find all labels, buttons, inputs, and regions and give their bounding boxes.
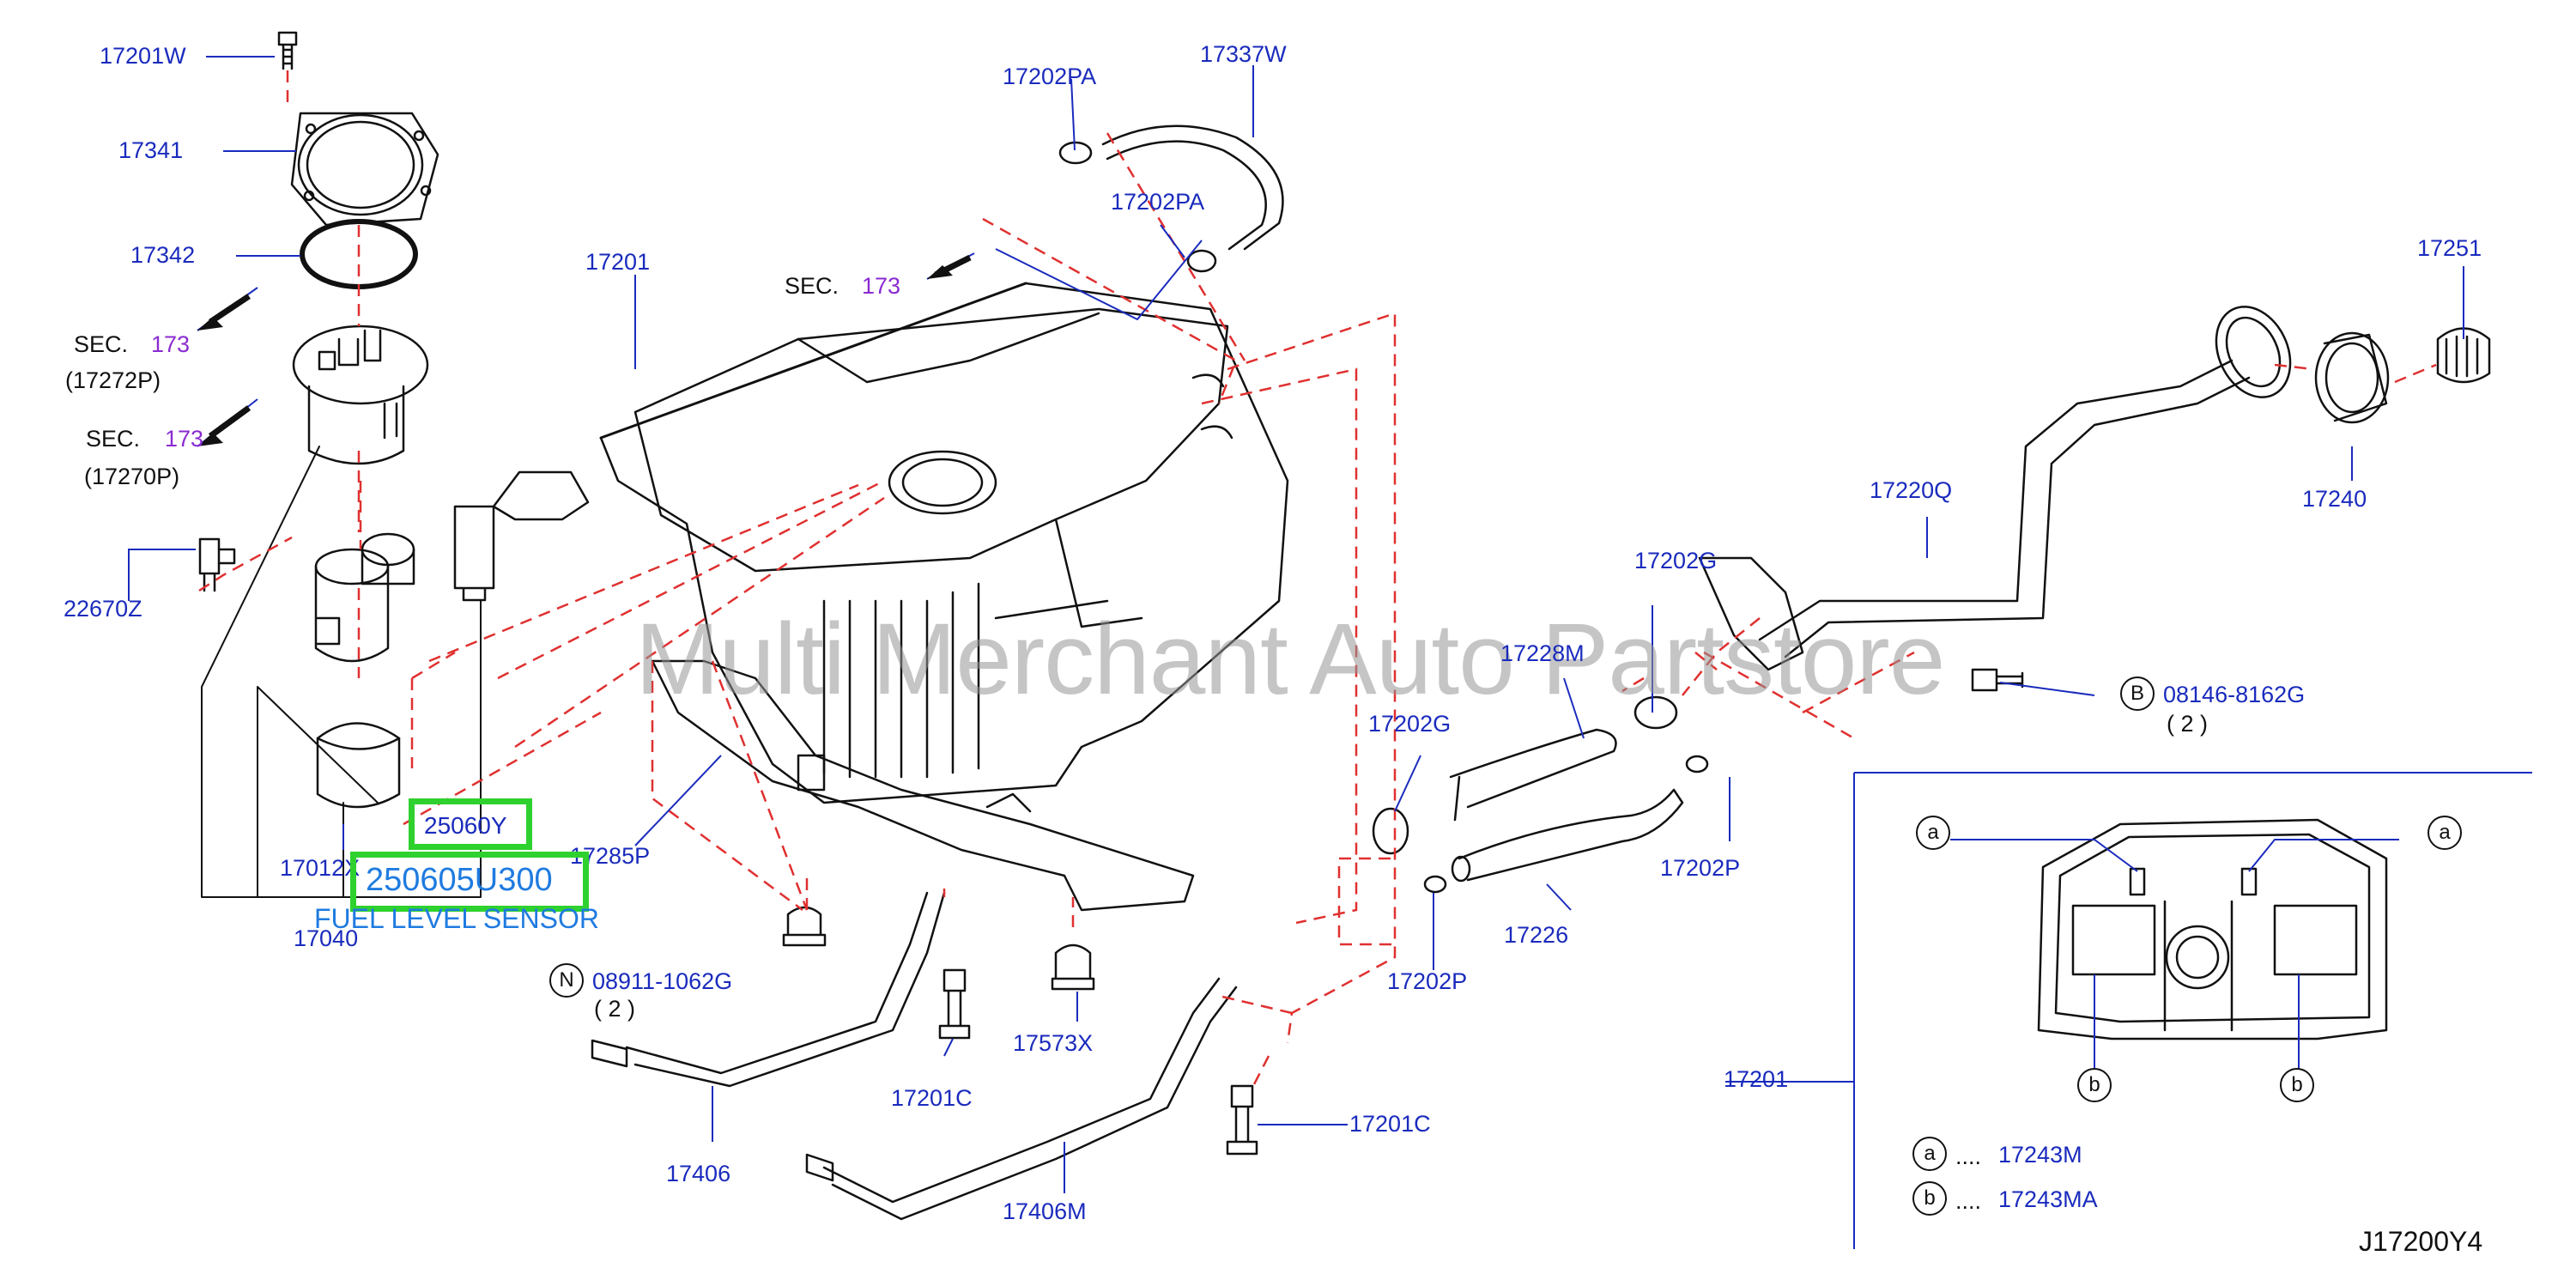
assembly-dashed-lines [198, 70, 2437, 1087]
legend-dots-b: .... [1955, 1188, 1982, 1214]
part-label-17220Q[interactable]: 17220Q [1870, 477, 1953, 503]
ring-17341-drawing [290, 112, 439, 227]
part-label-17240[interactable]: 17240 [2302, 486, 2367, 512]
clamp-17202P-bottom-drawing [1423, 875, 1447, 894]
part-label-17202PA-mid[interactable]: 17202PA [1111, 189, 1205, 215]
sec-ref-left2-prefix: SEC. [86, 426, 141, 452]
level-sensor-drawing [453, 470, 590, 602]
leader-lines [128, 56, 2532, 1249]
part-label-17202G-top[interactable]: 17202G [1634, 548, 1718, 573]
heat-shield-17285P-drawing [651, 659, 1195, 912]
marker-a-right: a [2428, 816, 2462, 850]
annotation-25060Y[interactable]: 25060Y [424, 812, 507, 839]
sec-ref-top-number[interactable]: 173 [862, 273, 901, 299]
legend-label-17243M[interactable]: 17243M [1998, 1142, 2082, 1168]
clamp-17202PA-mid-drawing [1186, 249, 1217, 273]
highlight-box-250605U300[interactable] [350, 852, 589, 912]
ring-17240-drawing [2314, 331, 2390, 424]
marker-b-left: b [2077, 1068, 2112, 1102]
part-label-17201W[interactable]: 17201W [100, 43, 186, 69]
bolt-08146-drawing [1971, 668, 2024, 692]
sec-ref-left2-number[interactable]: 173 [165, 426, 204, 452]
part-label-17202G-left[interactable]: 17202G [1368, 711, 1452, 737]
marker-b-right: b [2280, 1068, 2314, 1102]
legend-label-17243MA[interactable]: 17243MA [1998, 1186, 2098, 1212]
part-label-17226[interactable]: 17226 [1504, 922, 1569, 948]
clamp-17202PA-top-drawing [1058, 141, 1093, 165]
annotation-250605U300[interactable]: 250605U300 [366, 862, 553, 898]
sec-ref-left2-sub: (17270P) [84, 464, 180, 489]
part-label-17040[interactable]: 17040 [294, 925, 359, 951]
part-label-17342[interactable]: 17342 [130, 242, 196, 268]
sec-ref-left1-number[interactable]: 173 [151, 331, 191, 357]
hose-17337W-drawing [1101, 124, 1284, 251]
part-label-17228M[interactable]: 17228M [1500, 640, 1585, 666]
highlight-box-25060Y[interactable] [409, 798, 532, 850]
nut-17573X-drawing [1051, 943, 1095, 991]
bolt-17201W-drawing [277, 31, 298, 70]
part-label-08146-8162G[interactable]: 08146-8162G [2163, 682, 2306, 707]
part-label-17337W[interactable]: 17337W [1200, 41, 1287, 67]
marker-N: N [549, 963, 584, 998]
bolt-17201C-right-drawing [1226, 1084, 1258, 1156]
sec-ref-left1-prefix: SEC. [74, 331, 129, 357]
filter-17012X-drawing [316, 722, 401, 809]
part-label-17201C-left[interactable]: 17201C [891, 1085, 973, 1111]
strap-17406M-drawing [805, 977, 1238, 1221]
part-label-17202P-right[interactable]: 17202P [1660, 855, 1741, 881]
part-label-17341[interactable]: 17341 [118, 137, 184, 163]
part-label-17202P-bottom[interactable]: 17202P [1387, 968, 1468, 994]
inset-tank-drawing [2037, 818, 2388, 1040]
annotation-caption-fuel-level-sensor: FUEL LEVEL SENSOR [314, 903, 599, 934]
part-label-22670Z[interactable]: 22670Z [64, 596, 142, 622]
clamp-17202P-right-drawing [1685, 755, 1709, 774]
legend-dots-a: .... [1955, 1144, 1982, 1169]
part-label-17251[interactable]: 17251 [2417, 235, 2482, 261]
cap-17251-drawing [2436, 327, 2491, 384]
pump-module-drawing [292, 325, 429, 465]
hose-17226-drawing [1451, 788, 1684, 883]
clip-nut-drawing [782, 906, 827, 947]
part-label-17573X[interactable]: 17573X [1013, 1030, 1094, 1056]
bolt-17201C-left-drawing [938, 968, 971, 1040]
fuel-tank-drawing [599, 282, 1289, 804]
sec-ref-left1-sub: (17272P) [65, 367, 161, 393]
diagram-code: J17200Y4 [2359, 1226, 2483, 1257]
sender-22670Z-drawing [198, 537, 236, 592]
filler-neck-17220Q-drawing [1698, 306, 2292, 671]
part-label-17202PA-top[interactable]: 17202PA [1003, 64, 1097, 89]
part-label-17012X[interactable]: 17012X [280, 855, 361, 881]
section-arrows [197, 265, 953, 446]
part-label-08911-1062G[interactable]: 08911-1062G [592, 968, 733, 994]
clamp-17202G-left-drawing [1372, 807, 1409, 855]
part-label-17406M[interactable]: 17406M [1003, 1198, 1087, 1224]
clamp-17202G-top-drawing [1633, 695, 1678, 730]
strap-17406-drawing [591, 891, 946, 1088]
part-label-17406[interactable]: 17406 [666, 1161, 731, 1186]
legend-marker-b: b [1912, 1181, 1947, 1216]
part-label-17201-tank[interactable]: 17201 [585, 249, 651, 275]
part-label-17201C-right[interactable]: 17201C [1349, 1111, 1431, 1137]
pump-body-drawing [314, 532, 415, 663]
sec-ref-top-prefix: SEC. [785, 273, 839, 299]
qty-08146: ( 2 ) [2167, 711, 2209, 737]
hose-17228M-drawing [1449, 728, 1617, 822]
part-label-17201-inset[interactable]: 17201 [1724, 1066, 1789, 1092]
legend-marker-a: a [1912, 1137, 1947, 1171]
qty-08911: ( 2 ) [594, 996, 636, 1022]
marker-a-left: a [1916, 816, 1950, 850]
marker-B: B [2120, 676, 2155, 711]
